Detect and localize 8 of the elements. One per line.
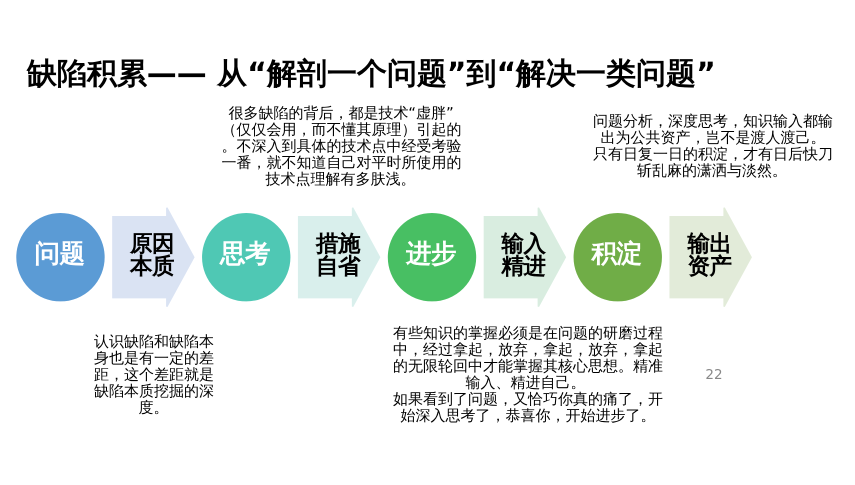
node-label: 如果看到了问题，又恰巧你真的痛了，开始深入思考了，恭喜你，开始进步了。 xyxy=(393,390,664,424)
node-label: 只有日复一日的积淀，才有日后快刀斩乱麻的潇洒与淡然。 xyxy=(593,144,834,180)
diagram-title: 缺陷积累—— 从“解剖一个问题”到“解决一类问题” xyxy=(26,56,716,91)
node-label: 有些知识的掌握必须是在问题的研磨过程中，经过拿起，放弃，拿起，放弃，拿起的无限轮回中才能掌握其核心思想。精准输入、精进自己。 xyxy=(393,324,664,392)
node-label: 很多缺陷的背后，都是技术“虚胖”（仅仅会用，而不懂其原理）引起的。不深入到具体的技术点中经受考验一番，就不知道自己对平时所使用的技术点理解有多肤浅。 xyxy=(222,103,462,188)
node-label: 问题分析，深度思考，知识输入都输出为公共资产，岂不是渡人渡己。 xyxy=(593,112,834,146)
label: 22 xyxy=(705,366,723,382)
node-label: 认识缺陷和缺陷本身也是有一定的差距，这个差距就是缺陷本质挖掘的深度。 xyxy=(94,332,214,416)
